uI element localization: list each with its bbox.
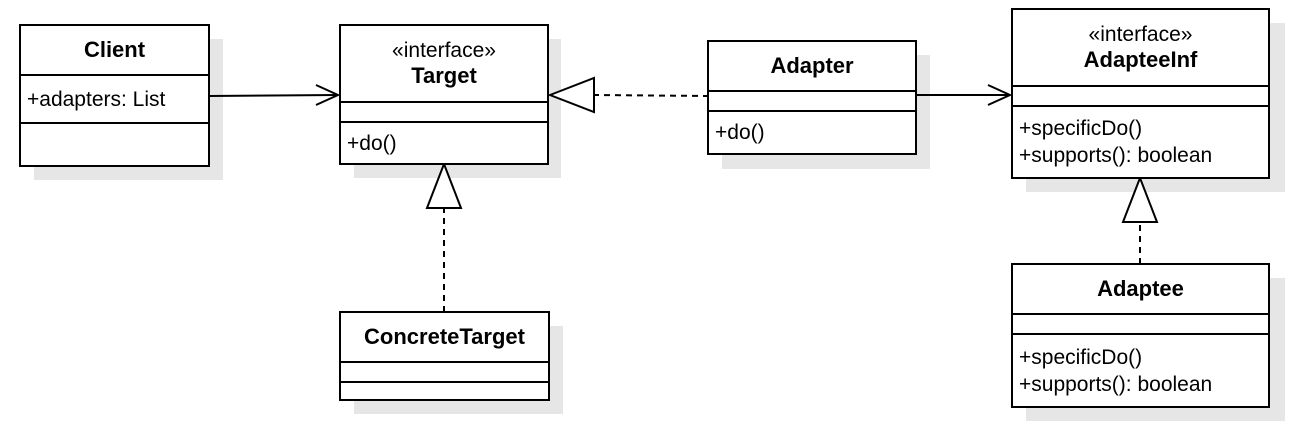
concrete-target-class[interactable]: ConcreteTarget [339,311,550,401]
method: +specificDo() [1019,117,1143,140]
class-attributes [1013,87,1268,107]
class-attributes [709,92,915,112]
class-methods [341,383,548,399]
client-target-association [208,84,341,106]
class-header: ConcreteTarget [341,313,548,363]
client-class[interactable]: Client +adapters: List [19,24,210,167]
method: +supports(): boolean [1019,144,1213,167]
class-stereotype: «interface» [392,38,496,62]
class-methods: +do() [341,123,547,163]
class-methods: +specificDo() +supports(): boolean [1013,107,1268,177]
method: +specificDo() [1019,345,1143,369]
class-methods: +do() [709,112,915,153]
adapter-adaptee-inf-association [916,84,1013,106]
class-attributes [341,363,548,383]
method: +do() [715,121,765,144]
class-methods: +specificDo() +supports(): boolean [1013,335,1268,406]
adaptee-inf-class[interactable]: «interface» AdapteeInf +specificDo() +su… [1011,8,1270,179]
class-methods [21,124,208,165]
class-header: Adapter [709,42,915,92]
class-header: «interface» AdapteeInf [1013,10,1268,87]
class-header: Adaptee [1013,265,1268,315]
class-attributes [1013,315,1268,335]
adaptee-class[interactable]: Adaptee +specificDo() +supports(): boole… [1011,263,1270,408]
class-name: Target [411,62,477,88]
attribute: +adapters: List [27,87,166,111]
method: +supports(): boolean [1019,372,1213,396]
class-stereotype: «interface» [1088,22,1193,46]
class-header: Client [21,26,208,76]
class-header: «interface» Target [341,26,547,103]
adapter-class[interactable]: Adapter +do() [707,40,917,155]
class-name: AdapteeInf [1083,46,1198,72]
class-attributes [341,103,547,123]
class-name: Client [83,37,146,62]
target-class[interactable]: «interface» Target +do() [339,24,549,165]
class-name: Adaptee [1097,276,1184,301]
class-name: ConcreteTarget [364,324,525,349]
class-name: Adapter [770,53,854,78]
adapter-target-realization [547,76,710,114]
method: +do() [347,131,397,155]
class-attributes: +adapters: List [21,76,208,124]
concrete-target-target-realization [425,161,463,312]
adaptee-adaptee-inf-realization [1121,175,1159,264]
